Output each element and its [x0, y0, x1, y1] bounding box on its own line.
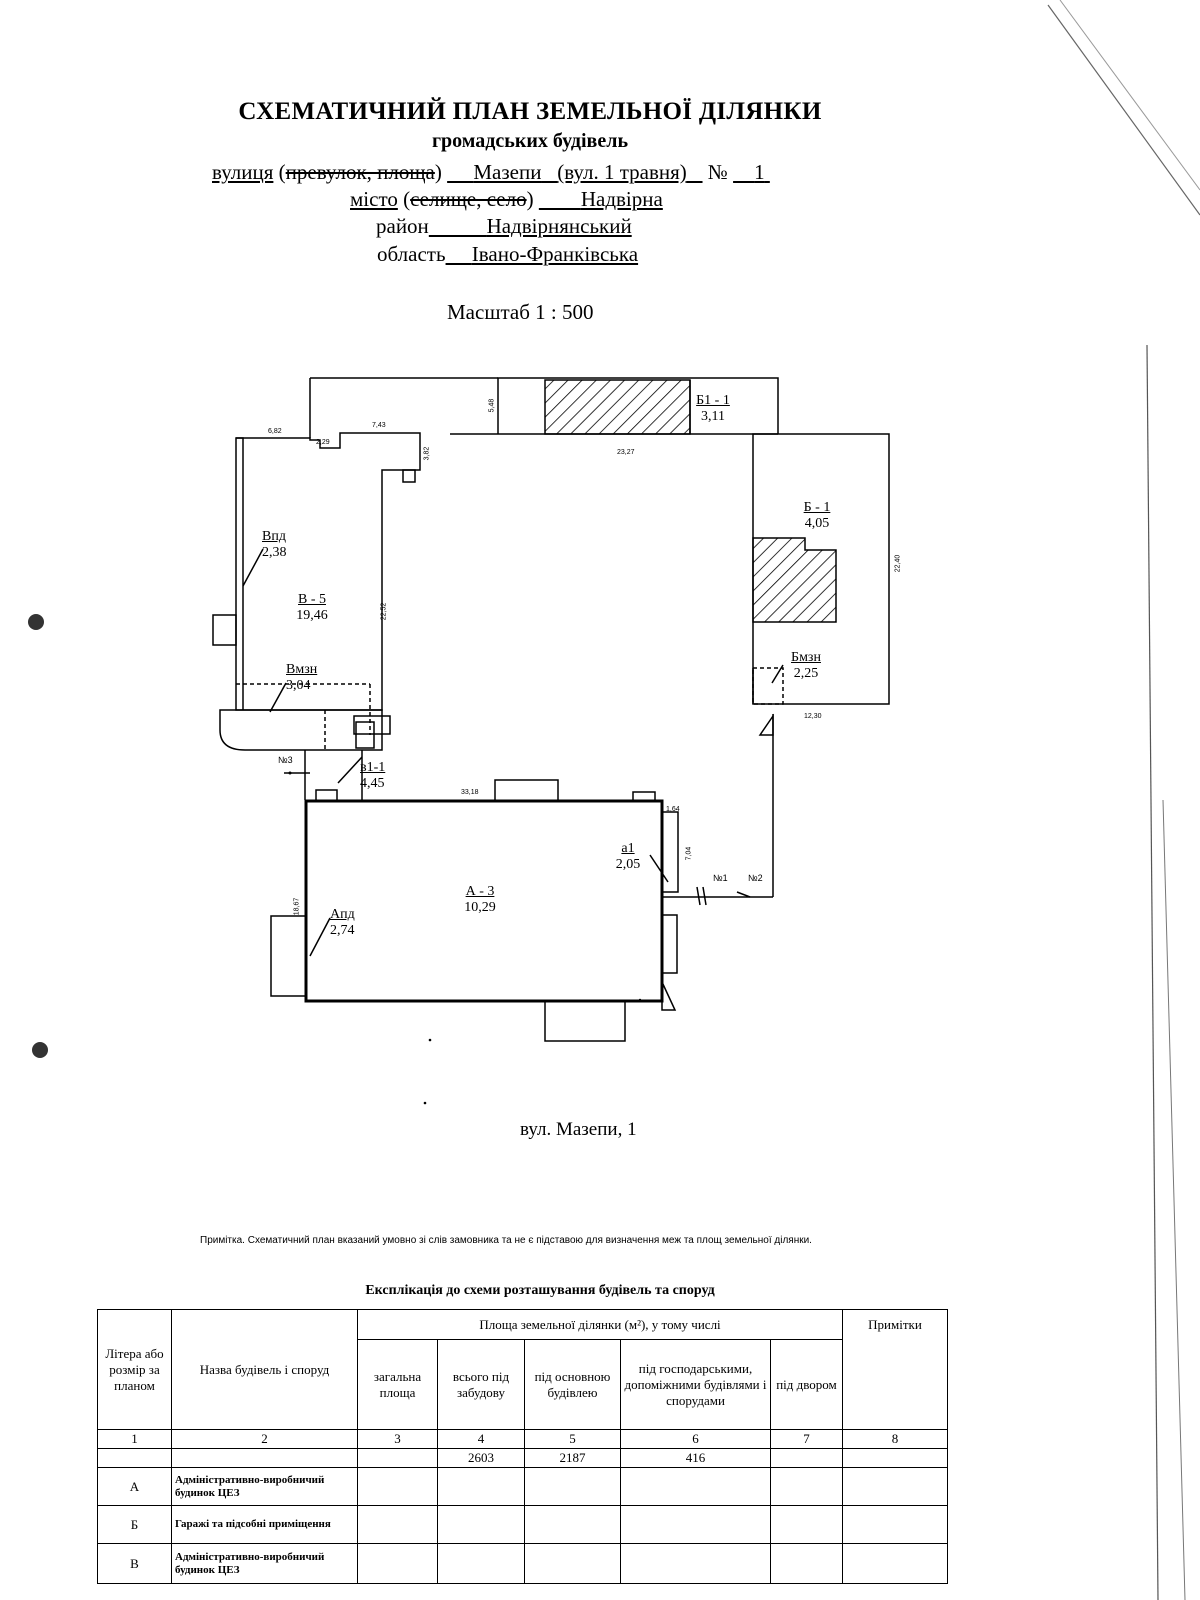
dim-1230: 12,30: [804, 713, 822, 720]
dim-2252: 22,52: [380, 602, 388, 621]
header-yard: під двором: [770, 1339, 843, 1430]
hatched-area-right: [752, 537, 837, 623]
building-b1-1: [497, 377, 779, 434]
district-label: район: [376, 214, 429, 238]
scale-label: Масштаб 1 : 500: [447, 300, 594, 324]
region-label: область: [377, 242, 446, 266]
street-label: вулиця: [212, 160, 274, 184]
dim-164: 1,64: [666, 806, 680, 813]
dim-3318: 33,18: [461, 789, 479, 796]
total-main: 2187: [524, 1448, 621, 1468]
header-letter: Літера або розмір за планом: [97, 1309, 172, 1430]
dim-229: 2,29: [316, 439, 330, 446]
header-name: Назва будівель і споруд: [171, 1309, 358, 1430]
table-caption: Експлікація до схеми розташування будіве…: [365, 1283, 715, 1298]
dim-2240: 22,40: [894, 554, 902, 573]
hatched-area-top: [544, 379, 691, 435]
header-main: під основною будівлею: [524, 1339, 621, 1430]
table-number-row: 1 2 3 4 5 6 7 8: [97, 1429, 948, 1449]
building-v-porch: [219, 709, 383, 751]
street-caption: вул. Мазепи, 1: [520, 1119, 637, 1140]
document-subtitle: громадських будівель: [431, 130, 629, 152]
city-value: Надвірна: [580, 187, 663, 211]
dim-382: 3,82: [423, 446, 431, 461]
dim-704: 7,04: [685, 846, 693, 861]
dim-1867: 18,67: [293, 897, 301, 916]
city-line: місто (селище, село) Надвірна: [350, 187, 663, 211]
city-label: місто: [350, 187, 398, 211]
number-label: №: [707, 160, 728, 184]
total-auxiliary: 416: [620, 1448, 771, 1468]
district-value: Надвірнянський: [486, 214, 632, 238]
table-row: В Адміністративно-виробничий будинок ЦЕЗ: [97, 1543, 948, 1584]
street-struck: превулок, площа: [285, 160, 435, 184]
dim-2327: 23,27: [617, 449, 635, 456]
total-built: 2603: [437, 1448, 525, 1468]
document-title: СХЕМАТИЧНИЙ ПЛАН ЗЕМЕЛЬНОЇ ДІЛЯНКИ: [238, 98, 822, 125]
header-built: всього під забудову: [437, 1339, 525, 1430]
header-notes: Примітки: [842, 1309, 948, 1340]
district-line: район Надвірнянський: [376, 214, 632, 239]
street-value: Мазепи: [473, 160, 542, 184]
table-row: А Адміністративно-виробничий будинок ЦЕЗ: [97, 1467, 948, 1506]
dim-548: 5,48: [488, 398, 496, 413]
punch-hole-bottom: [32, 1042, 48, 1058]
header-auxiliary: під господарськими, допоміжними будівлям…: [620, 1339, 771, 1430]
table-row: Б Гаражі та підсобні приміщення: [97, 1505, 948, 1544]
header-area-group: Площа земельної ділянки (м²), у тому чис…: [357, 1309, 843, 1340]
region-value: Івано-Франківська: [471, 242, 639, 266]
street-alt: (вул. 1 травня): [557, 160, 687, 184]
punch-hole-top: [28, 614, 44, 630]
table-totals-row: 2603 2187 416: [97, 1448, 948, 1468]
street-line: вулиця (превулок, площа) Мазепи (вул. 1 …: [212, 160, 765, 184]
dim-682: 6,82: [268, 428, 282, 435]
gate-3: №3: [278, 755, 293, 765]
explication-table: Літера або розмір за планом Назва будіве…: [97, 1309, 948, 1584]
city-struck: селище, село: [410, 187, 527, 211]
gate-1: №1: [713, 873, 728, 883]
plan-note: Примітка. Схематичний план вказаний умов…: [200, 1235, 812, 1246]
dim-743: 7,43: [372, 422, 386, 429]
gate-2: №2: [748, 873, 763, 883]
region-line: область Івано-Франківська: [377, 242, 638, 267]
number-value: 1: [754, 160, 765, 184]
header-total: загальна площа: [357, 1339, 438, 1430]
building-a-3: [304, 799, 664, 1003]
